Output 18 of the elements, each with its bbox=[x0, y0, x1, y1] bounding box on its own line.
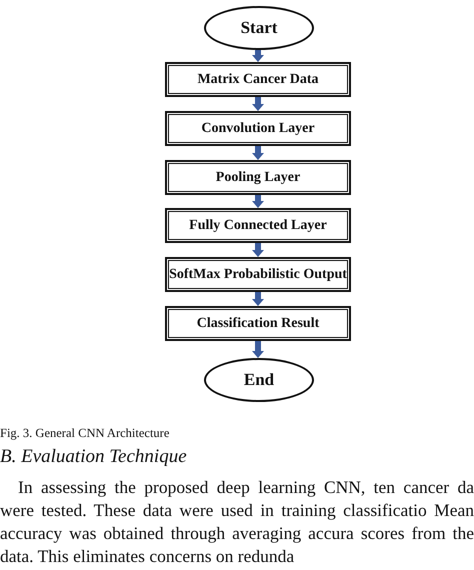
process-box: Fully Connected Layer bbox=[165, 208, 351, 243]
arrow bbox=[252, 97, 264, 111]
process-box: Convolution Layer bbox=[165, 111, 351, 146]
terminator-ellipse: End bbox=[204, 358, 314, 402]
terminator-ellipse: Start bbox=[204, 6, 314, 50]
arrow bbox=[252, 146, 264, 160]
process-box: Classification Result bbox=[165, 306, 351, 341]
body-paragraph: In assessing the proposed deep learning CNN, ten cancer da were tested. These data were used in training classificatio Mean accuracy was obtained through averaging accura scores from the data. This eliminates concerns on redunda bbox=[0, 476, 474, 568]
arrow bbox=[252, 50, 264, 62]
section-heading: B. Evaluation Technique bbox=[0, 446, 187, 468]
process-box: Matrix Cancer Data bbox=[165, 62, 351, 97]
arrow bbox=[252, 341, 264, 358]
arrow bbox=[252, 243, 264, 257]
arrow bbox=[252, 292, 264, 306]
arrow bbox=[252, 195, 264, 208]
process-box: SoftMax Probabilistic Output bbox=[165, 257, 351, 292]
process-box: Pooling Layer bbox=[165, 160, 351, 195]
figure-caption: Fig. 3. General CNN Architecture bbox=[0, 426, 170, 441]
